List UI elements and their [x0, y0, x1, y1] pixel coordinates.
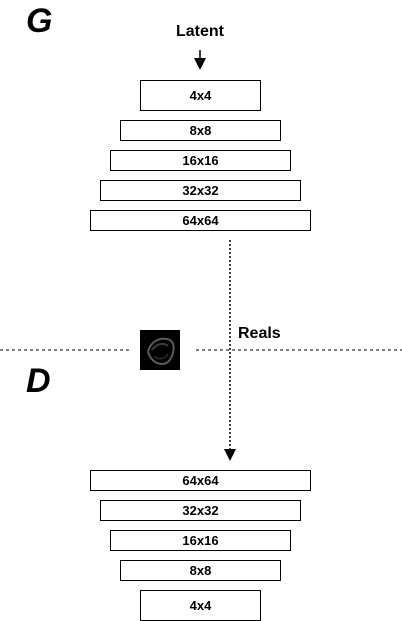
discriminator-block-16x16: 16x16	[110, 530, 291, 551]
discriminator-block-4x4: 4x4	[140, 590, 261, 621]
generator-block-32x32: 32x32	[100, 180, 301, 201]
discriminator-block-64x64: 64x64	[90, 470, 311, 491]
reals-label: Reals	[238, 325, 281, 342]
generator-to-discriminator-arrow	[224, 240, 236, 461]
latent-label: Latent	[176, 23, 224, 40]
discriminator-block-8x8: 8x8	[120, 560, 281, 581]
latent-arrow	[194, 50, 206, 70]
discriminator-block-32x32: 32x32	[100, 500, 301, 521]
generator-block-64x64: 64x64	[90, 210, 311, 231]
generator-block-4x4: 4x4	[140, 80, 261, 111]
discriminator-letter: D	[26, 362, 51, 400]
generator-block-16x16: 16x16	[110, 150, 291, 171]
real-sample-image	[140, 330, 180, 370]
generator-block-8x8: 8x8	[120, 120, 281, 141]
generator-letter: G	[26, 2, 53, 40]
